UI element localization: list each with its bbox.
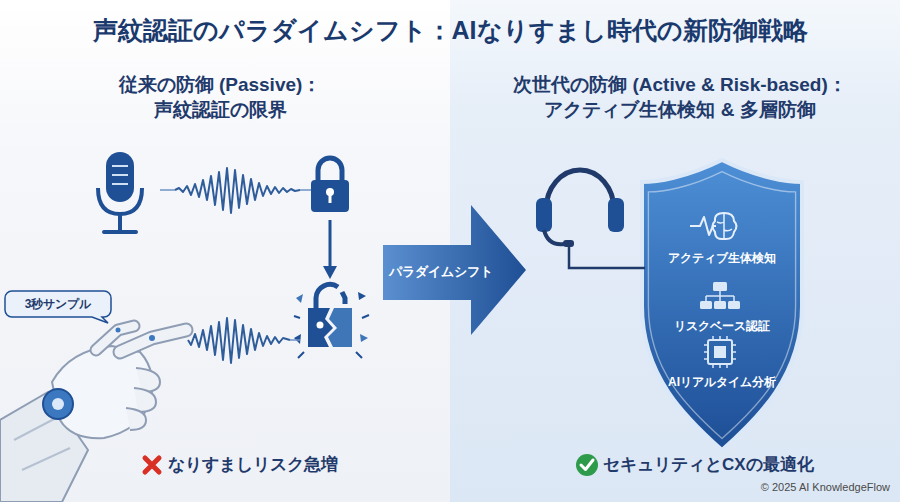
shift-arrow: パラダイムシフト [383,203,528,337]
shield-inner-line [648,172,795,439]
risk-note: なりすましリスク急増 [168,454,388,476]
shield-shape [642,160,802,450]
shield-outline [638,156,806,454]
shield: アクティブ生体検知リスクベース認証 AIリアルタイム分析 [638,156,806,454]
benefit-note: セキュリティとCXの最適化 [603,454,843,476]
diagram-title: 声紋認証のパラダイムシフト：AIなりすまし時代の新防御戦略 [0,14,900,46]
left-panel: 従来の防御 (Passive)： 声紋認証の限界なりすましリスク急増 3秒サンプル [0,0,450,502]
shield-item: アクティブ生体検知 [645,250,799,266]
panel-heading: 従来の防御 (Passive)： 声紋認証の限界 [70,72,370,122]
right-panel: 次世代の防御 (Active & Risk-based)： アクティブ生体検知 … [450,0,900,502]
speech-bubble: 3秒サンプル [4,290,112,324]
bubble-text: 3秒サンプル [4,291,112,317]
shield-item: AIリアルタイム分析 [645,374,799,390]
panel-heading: 次世代の防御 (Active & Risk-based)： アクティブ生体検知 … [460,72,900,122]
speech-bubble-shape [5,291,111,323]
copyright-note: © 2025 AI KnowledgeFlow [740,480,890,495]
shield-item: リスクベース認証 [645,318,799,334]
arrow-text: パラダイムシフト [385,261,497,283]
